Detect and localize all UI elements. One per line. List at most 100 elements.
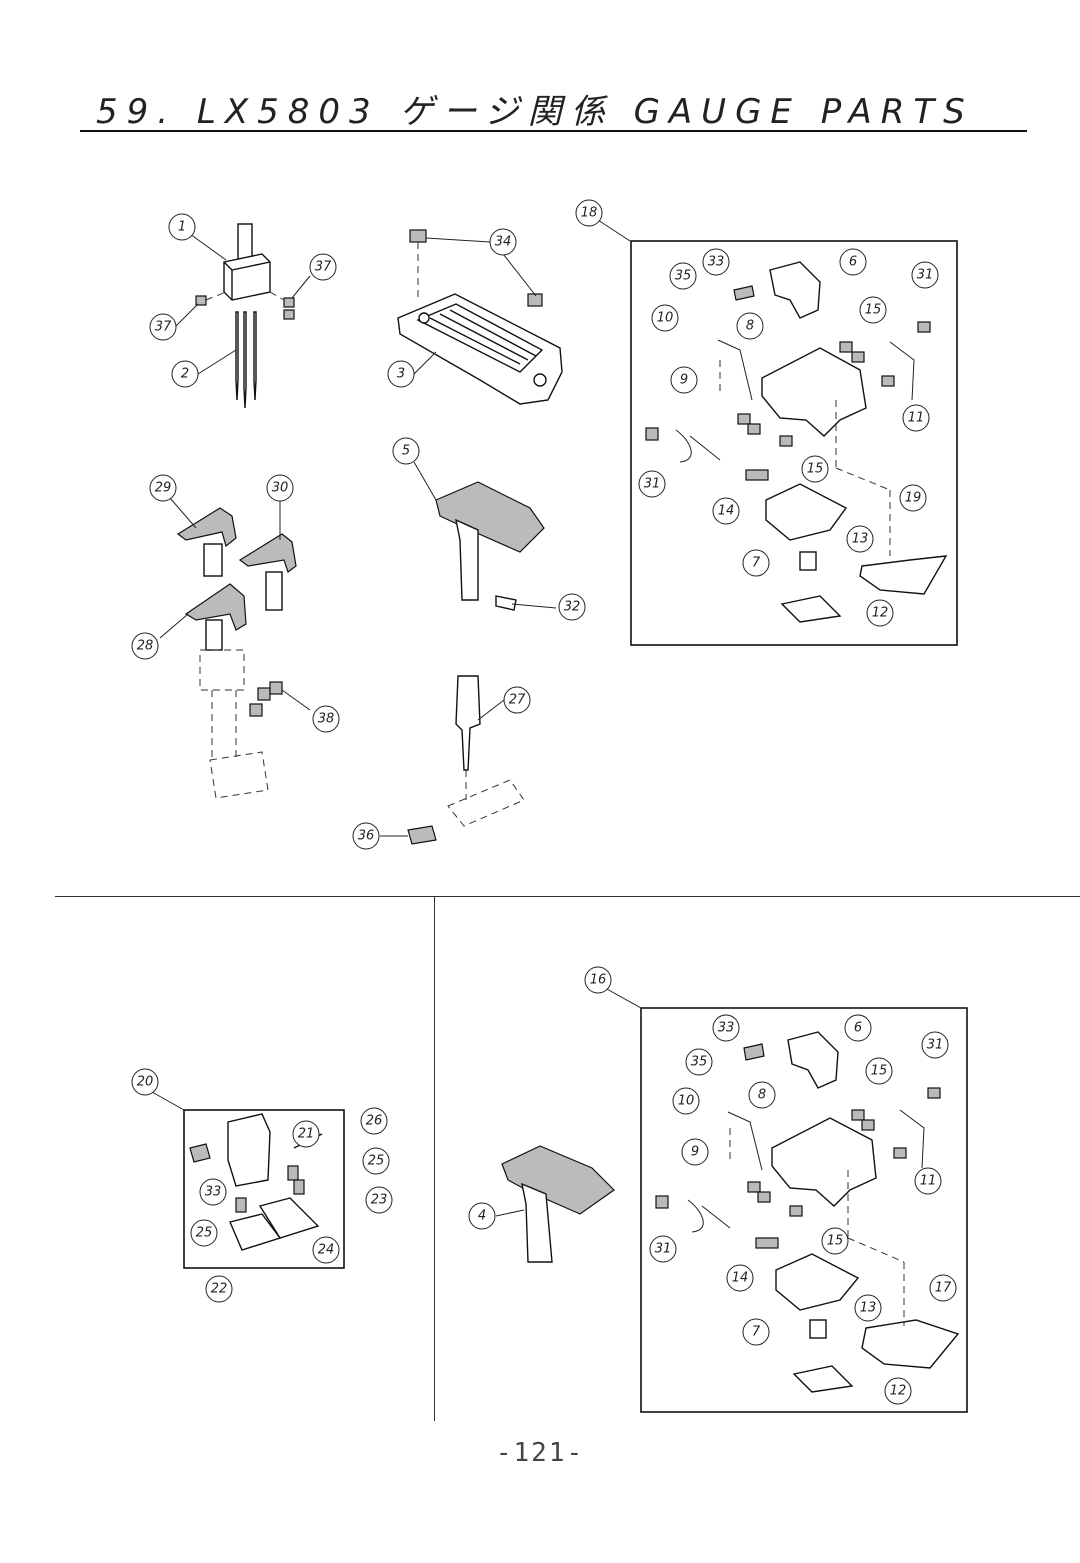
feed-dog-5-drawing (435, 481, 545, 611)
looper-drawings (176, 507, 297, 799)
callout-37: 37 (149, 313, 177, 341)
callout-label: 13 (852, 532, 869, 547)
callout-label: 25 (368, 1154, 385, 1169)
callout-label: 15 (827, 1234, 844, 1249)
callout-29: 29 (149, 474, 177, 502)
callout-14: 14 (726, 1264, 754, 1292)
callout-label: 36 (358, 829, 375, 844)
callout-label: 18 (581, 206, 598, 221)
callout-label: 31 (655, 1242, 672, 1257)
callout-18: 18 (575, 199, 603, 227)
callout-label: 29 (155, 481, 172, 496)
callout-label: 11 (908, 411, 925, 426)
callout-label: 16 (590, 973, 607, 988)
callout-label: 11 (920, 1174, 937, 1189)
page-number: -121- (495, 1438, 585, 1468)
callout-label: 9 (691, 1145, 699, 1160)
callout-label: 15 (871, 1064, 888, 1079)
callout-5: 5 (392, 437, 420, 465)
title-underline (80, 130, 1027, 132)
callout-20: 20 (131, 1068, 159, 1096)
callout-30: 30 (266, 474, 294, 502)
callout-6: 6 (839, 248, 867, 276)
callout-25: 25 (190, 1219, 218, 1247)
callout-label: 22 (211, 1282, 228, 1297)
callout-35: 35 (669, 262, 697, 290)
callout-22: 22 (205, 1275, 233, 1303)
callout-15: 15 (821, 1227, 849, 1255)
callout-label: 8 (758, 1088, 766, 1103)
needle-clamp-drawing (195, 223, 295, 409)
callout-8: 8 (748, 1081, 776, 1109)
callout-34: 34 (489, 228, 517, 256)
callout-25: 25 (362, 1147, 390, 1175)
callout-3: 3 (387, 360, 415, 388)
callout-label: 7 (752, 1325, 761, 1340)
leader-lines (151, 219, 642, 1217)
callout-label: 1 (178, 220, 186, 235)
callout-label: 24 (318, 1243, 335, 1258)
callout-label: 12 (872, 606, 889, 621)
callout-13: 13 (854, 1294, 882, 1322)
callout-label: 30 (272, 481, 289, 496)
section-divider-vertical (434, 896, 435, 1421)
callout-15: 15 (859, 296, 887, 324)
callout-10: 10 (651, 304, 679, 332)
callout-28: 28 (131, 632, 159, 660)
callout-31: 31 (649, 1235, 677, 1263)
callout-12: 12 (866, 599, 894, 627)
callout-11: 11 (914, 1167, 942, 1195)
frame-18 (630, 240, 958, 646)
callout-label: 5 (402, 444, 410, 459)
part-27-drawing (407, 675, 525, 845)
callout-label: 37 (315, 260, 332, 275)
callout-33: 33 (702, 248, 730, 276)
callout-label: 15 (865, 303, 882, 318)
callout-label: 38 (318, 712, 335, 727)
callout-label: 32 (564, 600, 581, 615)
callout-label: 21 (298, 1127, 315, 1142)
needle-plate-drawing (397, 229, 563, 405)
callout-label: 13 (860, 1301, 877, 1316)
callout-15: 15 (801, 455, 829, 483)
callout-label: 33 (708, 255, 725, 270)
callout-35: 35 (685, 1048, 713, 1076)
callout-label: 10 (657, 311, 674, 326)
callout-label: 10 (678, 1094, 695, 1109)
frame-16 (640, 1007, 968, 1413)
callout-17: 17 (929, 1274, 957, 1302)
callout-31: 31 (638, 470, 666, 498)
callout-label: 6 (854, 1021, 862, 1036)
callout-label: 37 (155, 320, 172, 335)
page-title: 59. LX5803 ゲージ関係 GAUGE PARTS (96, 92, 974, 132)
callout-label: 33 (718, 1021, 735, 1036)
callout-label: 28 (137, 639, 154, 654)
callout-label: 31 (644, 477, 661, 492)
callout-7: 7 (742, 549, 770, 577)
callout-32: 32 (558, 593, 586, 621)
callout-label: 19 (905, 491, 922, 506)
callout-23: 23 (365, 1186, 393, 1214)
section-divider-horizontal (55, 896, 1080, 897)
callout-label: 17 (935, 1281, 952, 1296)
callout-26: 26 (360, 1107, 388, 1135)
callout-19: 19 (899, 484, 927, 512)
callout-label: 27 (509, 693, 526, 708)
callout-14: 14 (712, 497, 740, 525)
callout-11: 11 (902, 404, 930, 432)
callout-label: 14 (732, 1271, 749, 1286)
callout-27: 27 (503, 686, 531, 714)
callout-2: 2 (171, 360, 199, 388)
callout-38: 38 (312, 705, 340, 733)
callout-7: 7 (742, 1318, 770, 1346)
callout-label: 14 (718, 504, 735, 519)
callout-label: 3 (397, 367, 405, 382)
callout-label: 33 (205, 1185, 222, 1200)
callout-15: 15 (865, 1057, 893, 1085)
callout-label: 15 (807, 462, 824, 477)
callout-24: 24 (312, 1236, 340, 1264)
callout-36: 36 (352, 822, 380, 850)
callout-label: 23 (371, 1193, 388, 1208)
callout-label: 9 (680, 373, 688, 388)
